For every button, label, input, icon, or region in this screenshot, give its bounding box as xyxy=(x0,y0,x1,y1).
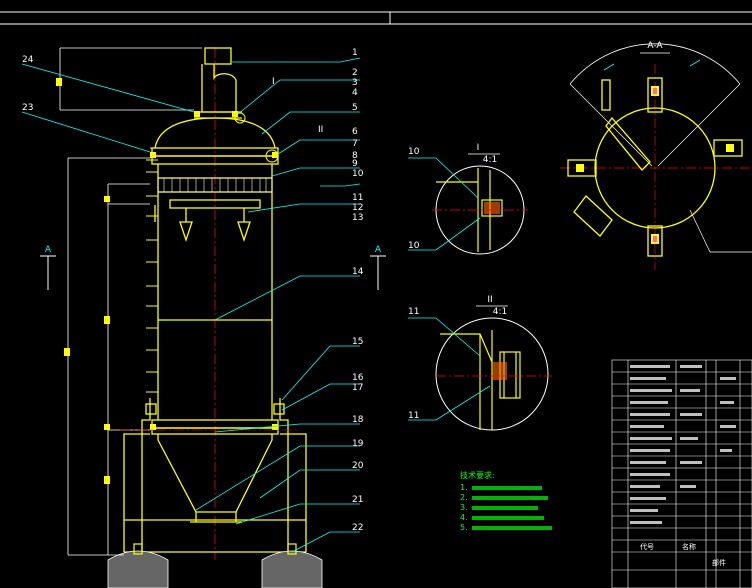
tech-req-item-4: 4. xyxy=(460,513,468,522)
callout-8: 8 xyxy=(352,151,358,161)
callout-22: 22 xyxy=(352,523,363,533)
tech-req-item-5: 5. xyxy=(460,523,468,532)
callout-11: 11 xyxy=(352,193,363,203)
detail-ii-label: II xyxy=(487,295,492,305)
callout-17: 17 xyxy=(352,383,363,393)
detail-i-callout-a: 10 xyxy=(408,147,420,157)
detail-i-callout-b: 10 xyxy=(408,241,420,251)
detail-ii-callout-a: 11 xyxy=(408,307,419,317)
callout-23: 23 xyxy=(22,103,33,113)
callout-18: 18 xyxy=(352,415,364,425)
title-block-code-col: 代号 xyxy=(640,542,654,551)
section-a-a-title: A-A xyxy=(647,41,663,51)
title-block-header: 代号 名称 部件 xyxy=(640,542,726,567)
callout-9: 9 xyxy=(352,159,358,169)
callout-detail-ii: II xyxy=(318,125,323,135)
detail-i-label: I xyxy=(477,143,480,153)
callout-5: 5 xyxy=(352,103,358,113)
detail-ii-view: II 4:1 11 11 xyxy=(408,295,552,431)
technical-requirements: 技术要求: 1. 2. 3. 4. 5. xyxy=(460,470,552,532)
section-mark-a-left: A xyxy=(45,245,52,255)
callout-14: 14 xyxy=(352,267,364,277)
parts-list-table xyxy=(611,359,752,588)
callout-1: 1 xyxy=(352,48,358,58)
callout-19: 19 xyxy=(352,439,364,449)
parts-list-text-blocks xyxy=(630,365,736,524)
detail-ii-callout-b: 11 xyxy=(408,411,419,421)
drawing-frame xyxy=(0,11,752,25)
callout-3: 3 xyxy=(352,78,358,88)
dimensions xyxy=(59,47,202,556)
title-block-parts-label: 部件 xyxy=(712,558,726,567)
callout-20: 20 xyxy=(352,461,364,471)
callout-7: 7 xyxy=(352,139,358,149)
section-mark-right: A xyxy=(370,245,386,290)
callout-leaders xyxy=(21,57,361,553)
title-block-name-col: 名称 xyxy=(682,542,696,551)
callout-numbers: 1 2 3 4 5 6 7 8 9 10 11 12 13 14 15 16 1… xyxy=(22,48,364,533)
tech-req-title: 技术要求: xyxy=(460,470,495,480)
section-mark-left: A xyxy=(40,245,56,290)
callout-15: 15 xyxy=(352,337,363,347)
tech-req-item-1: 1. xyxy=(460,483,468,492)
tech-req-item-3: 3. xyxy=(460,503,468,512)
detail-i-scale: 4:1 xyxy=(483,155,497,165)
detail-i-view: I 4:1 10 10 xyxy=(408,143,528,255)
vessel-elevation xyxy=(107,47,323,588)
section-a-a-view: A-A xyxy=(560,41,752,270)
section-mark-a-right: A xyxy=(375,245,382,255)
detail-ii-scale: 4:1 xyxy=(493,307,507,317)
callout-10: 10 xyxy=(352,169,364,179)
callout-4: 4 xyxy=(352,88,358,98)
callout-24: 24 xyxy=(22,55,34,65)
tech-req-item-2: 2. xyxy=(460,493,468,502)
callout-12: 12 xyxy=(352,203,363,213)
callout-13: 13 xyxy=(352,213,363,223)
callout-detail-i: I xyxy=(272,77,275,87)
callout-2: 2 xyxy=(352,68,358,78)
callout-16: 16 xyxy=(352,373,364,383)
callout-21: 21 xyxy=(352,495,363,505)
callout-6: 6 xyxy=(352,127,358,137)
